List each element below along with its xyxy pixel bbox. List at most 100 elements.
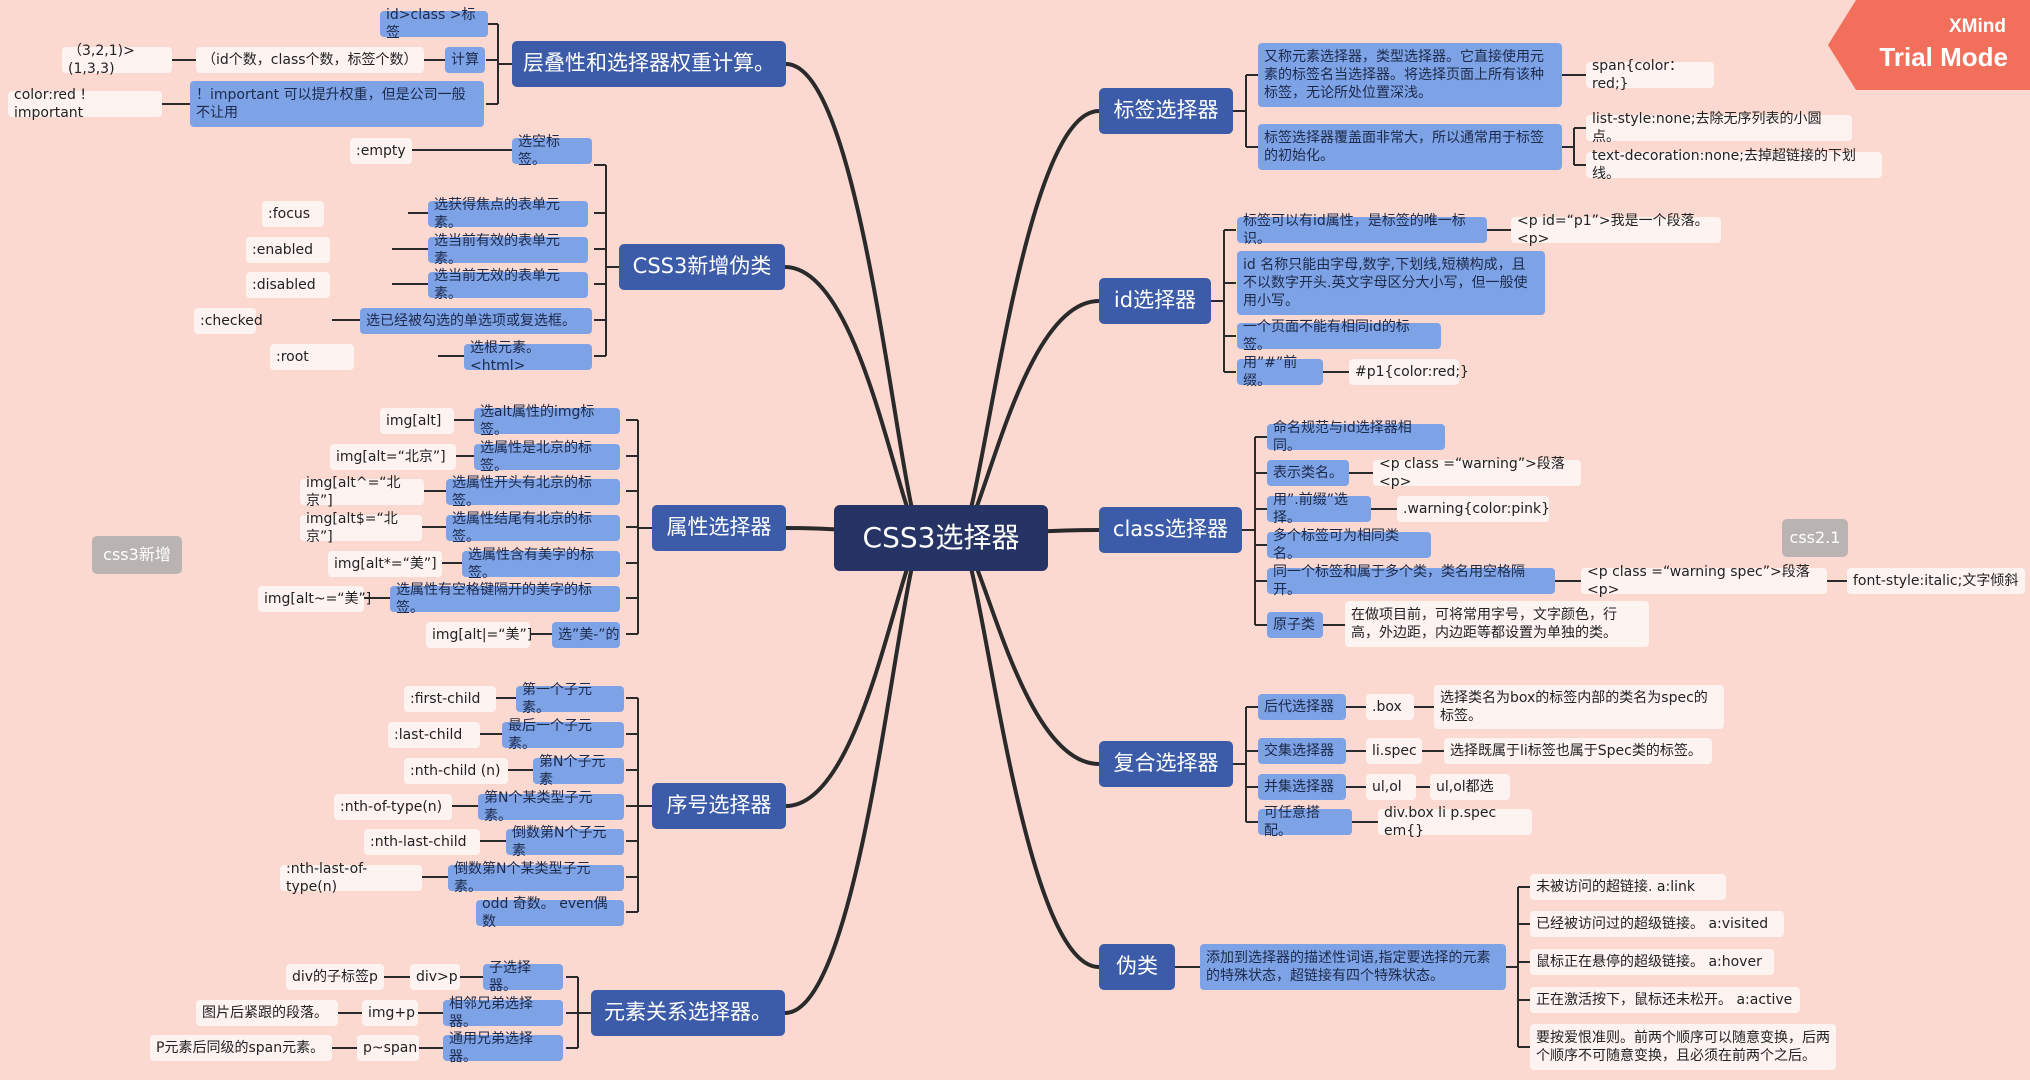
topic-relation-selector[interactable]: 元素关系选择器。 bbox=[591, 990, 785, 1036]
order-selector[interactable]: :nth-last-of-type(n) bbox=[280, 861, 422, 895]
root-node[interactable]: CSS3选择器 bbox=[834, 505, 1048, 571]
compound-union-sel[interactable]: ul,ol bbox=[1366, 774, 1416, 800]
css3-pseudo-selector[interactable]: :root bbox=[270, 344, 354, 370]
attribute-selector[interactable]: img[alt*=“美”] bbox=[328, 551, 442, 577]
relation-child-sel[interactable]: div>p bbox=[410, 964, 460, 990]
relation-adjacent-example[interactable]: 图片后紧跟的段落。 bbox=[196, 1000, 338, 1026]
topic-pseudo-class[interactable]: 伪类 bbox=[1099, 944, 1175, 990]
relation-child-example[interactable]: div的子标签p bbox=[286, 964, 384, 990]
order-item[interactable]: 第一个子元素。 bbox=[516, 682, 624, 716]
attribute-item[interactable]: 选alt属性的img标签。 bbox=[474, 404, 620, 438]
id-prefix-example[interactable]: #p1{color:red;} bbox=[1349, 359, 1469, 385]
compound-descendant-sel[interactable]: .box bbox=[1366, 694, 1414, 720]
class-naming[interactable]: 命名规范与id选择器相同。 bbox=[1267, 420, 1445, 454]
css3-pseudo-selector[interactable]: :disabled bbox=[246, 272, 330, 298]
order-selector[interactable]: :nth-last-child bbox=[364, 829, 480, 855]
pseudo-order-rule[interactable]: 要按爱恨准则。前两个顺序可以随意变换，后两个顺序不可随意变换，且必须在前两个之后… bbox=[1530, 1024, 1836, 1070]
calc-example[interactable]: （3,2,1)>(1,3,3) bbox=[62, 43, 172, 77]
css3-pseudo-selector[interactable]: :empty bbox=[350, 138, 412, 164]
class-both[interactable]: 同一个标签和属于多个类，类名用空格隔开。 bbox=[1267, 564, 1555, 598]
topic-css3-pseudo[interactable]: CSS3新增伪类 bbox=[619, 244, 785, 290]
tag-desc-1[interactable]: 又称元素选择器，类型选择器。它直接使用元素的标签名当选择器。将选择页面上所有该种… bbox=[1258, 43, 1562, 107]
tag-desc-2[interactable]: 标签选择器覆盖面非常大，所以通常用于标签的初始化。 bbox=[1258, 124, 1562, 170]
order-selector[interactable]: :nth-child (n) bbox=[404, 758, 508, 784]
compound-descendant-desc[interactable]: 选择类名为box的标签内部的类名为spec的标签。 bbox=[1434, 685, 1724, 729]
pseudo-desc[interactable]: 添加到选择器的描述性词语,指定要选择的元素的特殊状态，超链接有四个特殊状态。 bbox=[1200, 944, 1506, 990]
css3-pseudo-selector[interactable]: :enabled bbox=[246, 237, 330, 263]
class-dot-prefix[interactable]: 用”.前缀”选择。 bbox=[1267, 492, 1371, 526]
order-item[interactable]: 最后一个子元素。 bbox=[502, 718, 624, 752]
attribute-item[interactable]: 选属性结尾有北京的标签。 bbox=[446, 511, 620, 545]
css3-pseudo-item[interactable]: 选获得焦点的表单元素。 bbox=[428, 197, 588, 231]
compound-intersection-sel[interactable]: li.spec bbox=[1366, 738, 1422, 764]
relation-adjacent[interactable]: 相邻兄弟选择器。 bbox=[443, 996, 563, 1030]
tag-init-item-1[interactable]: list-style:none;去除无序列表的小圆点。 bbox=[1586, 111, 1852, 145]
order-selector[interactable]: :last-child bbox=[388, 722, 480, 748]
relation-child[interactable]: 子选择器。 bbox=[483, 960, 563, 994]
compound-any[interactable]: 可任意搭配。 bbox=[1258, 805, 1352, 839]
compound-intersection[interactable]: 交集选择器 bbox=[1258, 738, 1346, 764]
pseudo-active[interactable]: 正在激活按下，鼠标还未松开。 a:active bbox=[1530, 987, 1800, 1013]
tag-desc-1-example[interactable]: span{color：red;} bbox=[1586, 58, 1714, 92]
css3-pseudo-item[interactable]: 选当前有效的表单元素。 bbox=[428, 233, 588, 267]
id-class-tag-priority[interactable]: id>class >标签 bbox=[380, 7, 488, 41]
topic-tag-selector[interactable]: 标签选择器 bbox=[1099, 88, 1233, 134]
class-express[interactable]: 表示类名。 bbox=[1267, 460, 1349, 486]
attribute-selector[interactable]: img[alt=“北京”] bbox=[330, 444, 456, 470]
calc-detail[interactable]: （id个数，class个数，标签个数） bbox=[196, 47, 424, 73]
attribute-selector[interactable]: img[alt$=“北京”] bbox=[300, 511, 422, 545]
attribute-selector[interactable]: img[alt^=“北京”] bbox=[300, 475, 424, 509]
class-atomic-desc[interactable]: 在做项目前，可将常用字号，文字颜色，行高，外边距，内边距等都设置为单独的类。 bbox=[1345, 601, 1649, 647]
order-selector[interactable]: :first-child bbox=[404, 686, 496, 712]
css3-pseudo-item[interactable]: 选已经被勾选的单选项或复选框。 bbox=[360, 308, 592, 334]
topic-id-selector[interactable]: id选择器 bbox=[1099, 278, 1211, 324]
pseudo-link[interactable]: 未被访问的超链接. a:link bbox=[1530, 874, 1726, 900]
relation-general[interactable]: 通用兄弟选择器。 bbox=[443, 1031, 563, 1065]
compound-descendant[interactable]: 后代选择器 bbox=[1258, 694, 1346, 720]
attribute-selector[interactable]: img[alt] bbox=[380, 408, 454, 434]
class-multi[interactable]: 多个标签可为相同类名。 bbox=[1267, 528, 1431, 562]
important-example[interactable]: color:red ! important bbox=[8, 87, 162, 121]
css3-pseudo-item[interactable]: 选空标签。 bbox=[512, 134, 592, 168]
order-item[interactable]: 倒数第N个子元素 bbox=[506, 825, 624, 859]
order-item[interactable]: 第N个某类型子元素。 bbox=[478, 790, 624, 824]
important-node[interactable]: ！important 可以提升权重，但是公司一般不让用 bbox=[190, 81, 484, 127]
compound-union[interactable]: 并集选择器 bbox=[1258, 774, 1346, 800]
id-unique[interactable]: 标签可以有id属性，是标签的唯一标识。 bbox=[1237, 213, 1487, 247]
relation-general-example[interactable]: P元素后同级的span元素。 bbox=[150, 1035, 332, 1061]
attribute-item[interactable]: 选属性含有美字的标签。 bbox=[462, 547, 620, 581]
tag-init-item-2[interactable]: text-decoration:none;去掉超链接的下划线。 bbox=[1586, 148, 1882, 182]
compound-union-desc[interactable]: ul,ol都选 bbox=[1430, 774, 1510, 800]
order-item[interactable]: 第N个子元素 bbox=[533, 754, 624, 788]
compound-any-sel[interactable]: div.box li p.spec em{} bbox=[1378, 805, 1532, 839]
css3-new-tag[interactable]: css3新增 bbox=[92, 536, 182, 574]
id-unique-example[interactable]: <p id=“p1”>我是一个段落。<p> bbox=[1511, 213, 1721, 247]
id-prefix[interactable]: 用”#”前缀。 bbox=[1237, 355, 1323, 389]
topic-compound-selector[interactable]: 复合选择器 bbox=[1099, 741, 1233, 787]
class-both-style[interactable]: font-style:italic;文字倾斜 bbox=[1847, 568, 2025, 594]
attribute-item[interactable]: 选”美-”的 bbox=[552, 622, 620, 648]
attribute-selector[interactable]: img[alt|=“美”] bbox=[426, 622, 532, 648]
attribute-selector[interactable]: img[alt~=“美”] bbox=[258, 586, 371, 612]
attribute-item[interactable]: 选属性开头有北京的标签。 bbox=[446, 475, 620, 509]
class-atomic[interactable]: 原子类 bbox=[1267, 612, 1323, 638]
css3-pseudo-item[interactable]: 选当前无效的表单元素。 bbox=[428, 268, 588, 302]
class-both-example[interactable]: <p class =“warning spec”>段落<p> bbox=[1581, 564, 1827, 598]
relation-general-sel[interactable]: p~span bbox=[357, 1035, 419, 1061]
topic-cascade[interactable]: 层叠性和选择器权重计算。 bbox=[512, 41, 786, 87]
css3-pseudo-selector[interactable]: :checked bbox=[194, 308, 263, 334]
pseudo-hover[interactable]: 鼠标正在悬停的超级链接。 a:hover bbox=[1530, 949, 1774, 975]
attribute-item[interactable]: 选属性是北京的标签。 bbox=[474, 440, 620, 474]
id-no-repeat[interactable]: 一个页面不能有相同id的标签。 bbox=[1237, 319, 1441, 353]
css21-tag[interactable]: css2.1 bbox=[1782, 519, 1848, 557]
class-dot-example[interactable]: .warning{color:pink} bbox=[1397, 496, 1550, 522]
id-naming[interactable]: id 名称只能由字母,数字,下划线,短横构成，且不以数字开头.英文字母区分大小写… bbox=[1237, 251, 1545, 315]
relation-adjacent-sel[interactable]: img+p bbox=[362, 1000, 418, 1026]
topic-order-selector[interactable]: 序号选择器 bbox=[652, 783, 786, 829]
order-item[interactable]: odd 奇数。 even偶数 bbox=[476, 896, 624, 930]
css3-pseudo-selector[interactable]: :focus bbox=[262, 201, 324, 227]
compound-intersection-desc[interactable]: 选择既属于li标签也属于Spec类的标签。 bbox=[1444, 738, 1712, 764]
order-selector[interactable]: :nth-of-type(n) bbox=[334, 794, 452, 820]
order-item[interactable]: 倒数第N个某类型子元素。 bbox=[448, 861, 624, 895]
topic-class-selector[interactable]: class选择器 bbox=[1099, 507, 1242, 553]
